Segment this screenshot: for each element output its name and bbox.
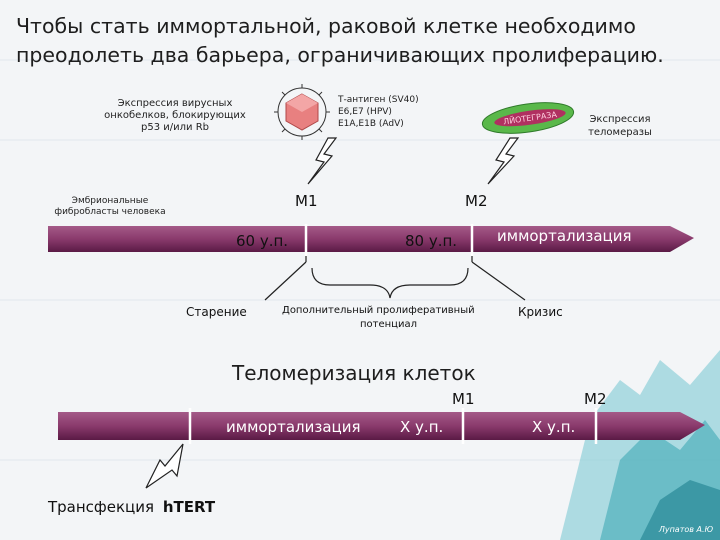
telomerization-heading: Теломеризация клеток	[231, 361, 476, 385]
proliferation-arrow-bottom	[58, 412, 705, 440]
immortalization-bottom: иммортализация	[226, 418, 361, 436]
ice-decoration	[560, 350, 720, 540]
extra-prolif-line-1: Дополнительный пролиферативный	[282, 305, 475, 316]
extra-potential-bracket	[311, 267, 469, 299]
immortalization-top: иммортализация	[497, 227, 632, 245]
viral-expr-line-1: Экспрессия вирусных	[118, 98, 233, 109]
m1-bottom-label: M1	[452, 390, 475, 408]
m2-bottom-label: M2	[584, 390, 607, 408]
m1-top-label: M1	[295, 192, 318, 210]
extra-prolif-line-2: потенциал	[360, 319, 417, 330]
telomerase-expr-line-1: Экспрессия	[589, 114, 650, 125]
fibroblasts-line-1: Эмбриональные	[72, 196, 149, 206]
lightning-m1	[307, 137, 338, 185]
lightning-htert	[145, 443, 184, 489]
passage-60: 60 у.п.	[236, 232, 288, 250]
title-line-2: преодолеть два барьера, ограничивающих п…	[16, 43, 664, 67]
x-passages-1: X у.п.	[400, 418, 443, 436]
senescence-pointer	[264, 261, 307, 301]
proliferation-arrow-top	[48, 226, 694, 252]
transfection-label: Трансфекция hTERT	[47, 498, 216, 516]
virus-icon	[274, 84, 330, 140]
htert-word: hTERT	[163, 498, 216, 516]
page-title: Чтобы стать иммортальной, раковой клетке…	[16, 12, 664, 70]
fibroblasts-line-2: фибробласты человека	[54, 207, 165, 217]
antigen-line-3: Е1А,Е1В (AdV)	[338, 119, 404, 129]
antigen-line-1: Т-антиген (SV40)	[337, 95, 419, 105]
crisis-pointer	[471, 261, 526, 301]
crisis-label: Кризис	[518, 305, 563, 319]
telomerase-expr-line-2: теломеразы	[588, 127, 652, 138]
x-passages-2: X у.п.	[532, 418, 575, 436]
antigen-line-2: Е6,Е7 (HPV)	[338, 107, 392, 117]
passage-80: 80 у.п.	[405, 232, 457, 250]
m2-top-label: M2	[465, 192, 488, 210]
transfection-word: Трансфекция	[47, 498, 154, 516]
lightning-m2	[487, 137, 520, 185]
viral-expr-line-2: онкобелков, блокирующих	[104, 110, 246, 121]
author-credit: Лупатов А.Ю	[658, 525, 714, 534]
telomerase-icon: ЛЙОТЕГРАЗА	[481, 102, 575, 134]
senescence-label: Старение	[186, 305, 247, 319]
viral-expr-line-3: р53 и/или Rb	[141, 122, 209, 133]
title-line-1: Чтобы стать иммортальной, раковой клетке…	[16, 14, 636, 38]
